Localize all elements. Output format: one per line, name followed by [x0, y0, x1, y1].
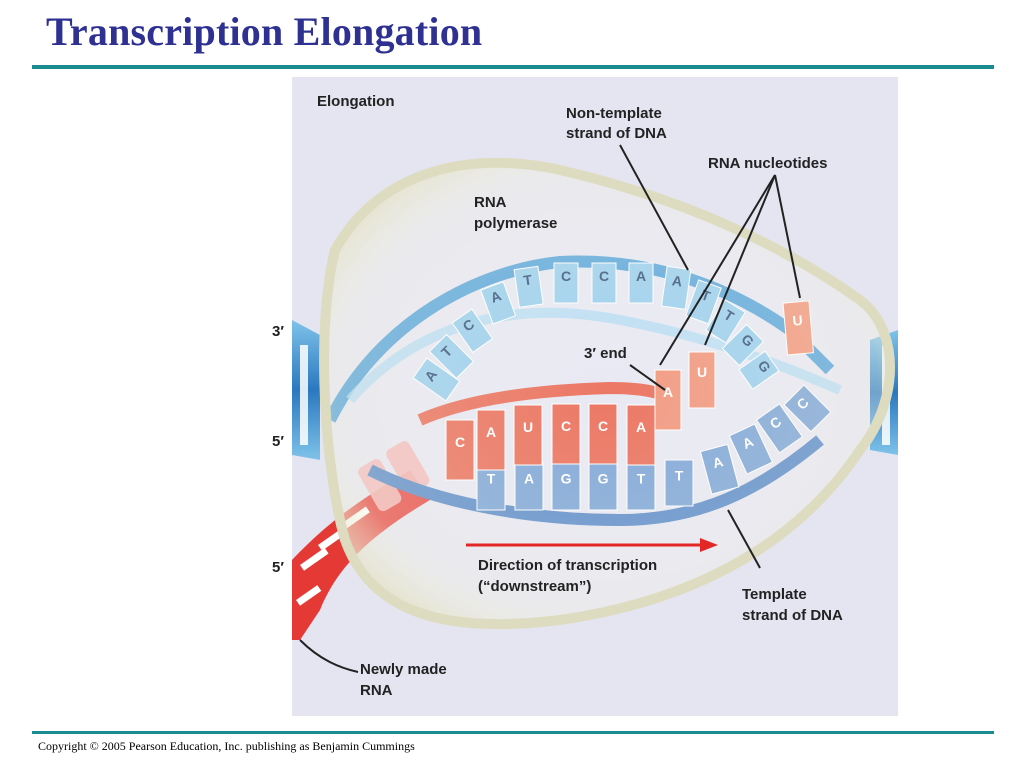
direction-label-1: Direction of transcription [478, 557, 657, 574]
newly-made-rna-label-1: Newly made [360, 661, 447, 678]
three-prime-dna-label: 3′ [272, 323, 284, 340]
template-label-2: strand of DNA [742, 607, 843, 624]
three-prime-end-label: 3′ end [584, 345, 627, 362]
direction-arrowhead [700, 538, 718, 552]
rna-nucleotides-label: RNA nucleotides [708, 155, 827, 172]
five-prime-dna-label: 5′ [272, 433, 284, 450]
rna-polymerase-label-1: RNA [474, 194, 507, 211]
non-template-label-2: strand of DNA [566, 125, 667, 142]
five-prime-rna-label: 5′ [272, 559, 284, 576]
footer-divider [32, 731, 994, 734]
panel-title: Elongation [317, 93, 395, 110]
direction-label-2: (“downstream”) [478, 578, 591, 595]
newly-made-rna-label-2: RNA [360, 682, 393, 699]
rna-polymerase-label-2: polymerase [474, 215, 557, 232]
template-label-1: Template [742, 586, 807, 603]
rna-polymerase-bubble [319, 157, 895, 630]
copyright-footer: Copyright © 2005 Pearson Education, Inc.… [38, 739, 415, 753]
title-divider [32, 65, 994, 69]
dna-left-end [292, 320, 320, 460]
leader-lines [299, 144, 801, 673]
slide-title: Transcription Elongation [46, 9, 483, 54]
non-template-label-1: Non-template [566, 105, 662, 122]
